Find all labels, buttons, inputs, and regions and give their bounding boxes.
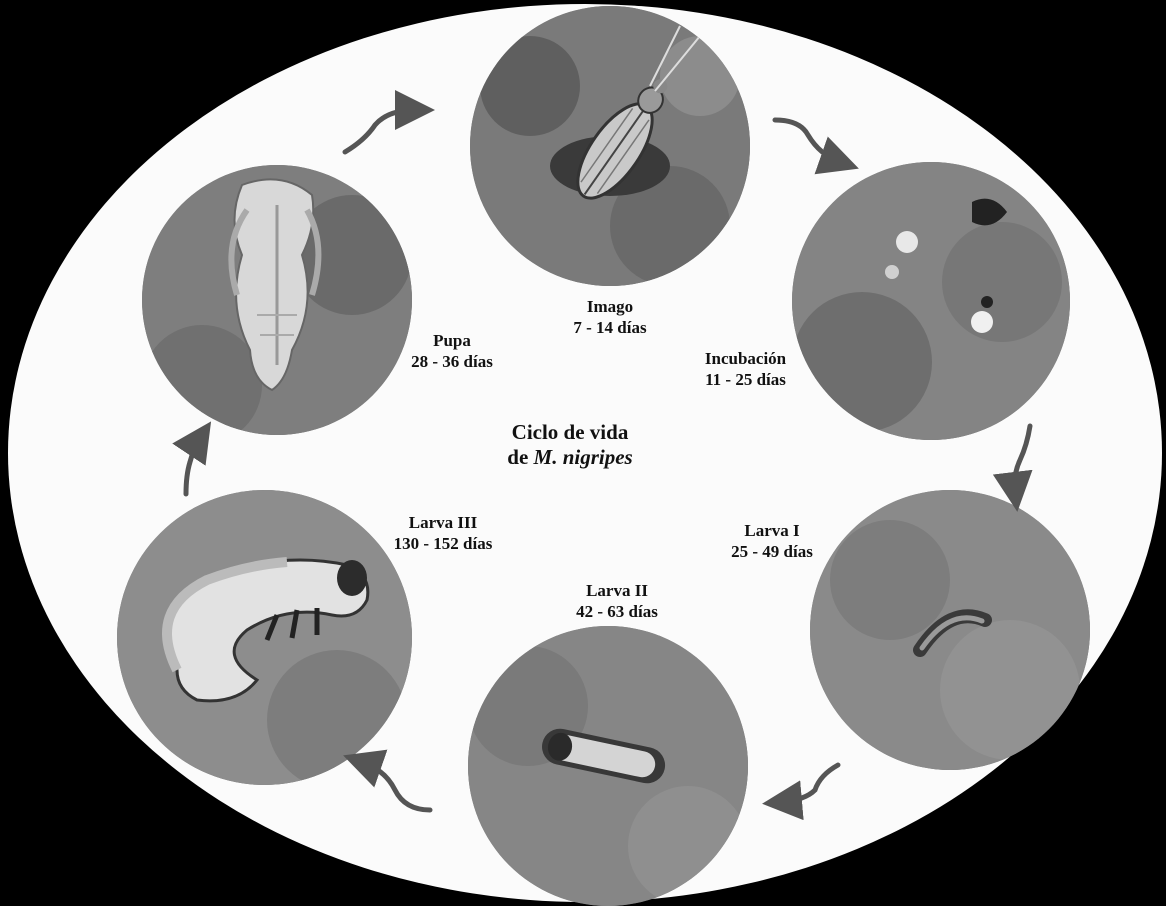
incubacion-duration: 11 - 25 días [688, 369, 803, 390]
larva1-name: Larva I [712, 520, 832, 541]
title-line1: Ciclo de vida [500, 420, 640, 445]
larva2-photo [468, 626, 748, 906]
larva2-label: Larva II 42 - 63 días [562, 580, 672, 622]
diagram-title: Ciclo de vida de M. nigripes [500, 420, 640, 470]
pupa-illustration [142, 165, 412, 435]
larva2-illustration [468, 626, 748, 906]
larva3-duration: 130 - 152 días [378, 533, 508, 554]
species-name: M. nigripes [534, 445, 633, 469]
imago-photo [470, 6, 750, 286]
title-line2-prefix: de [507, 445, 533, 469]
larva3-photo [117, 490, 412, 785]
larva1-label: Larva I 25 - 49 días [712, 520, 832, 562]
incubacion-photo [792, 162, 1070, 440]
imago-duration: 7 - 14 días [565, 317, 655, 338]
larva3-name: Larva III [378, 512, 508, 533]
pupa-label: Pupa 28 - 36 días [392, 330, 512, 372]
incubacion-name: Incubación [688, 348, 803, 369]
imago-name: Imago [565, 296, 655, 317]
pupa-name: Pupa [392, 330, 512, 351]
pupa-duration: 28 - 36 días [392, 351, 512, 372]
larva3-label: Larva III 130 - 152 días [378, 512, 508, 554]
larva3-illustration [117, 490, 412, 785]
imago-label: Imago 7 - 14 días [565, 296, 655, 338]
larva2-duration: 42 - 63 días [562, 601, 672, 622]
imago-illustration [470, 6, 750, 286]
pupa-photo [142, 165, 412, 435]
larva2-name: Larva II [562, 580, 672, 601]
larva1-illustration [810, 490, 1090, 770]
larva1-duration: 25 - 49 días [712, 541, 832, 562]
incubacion-label: Incubación 11 - 25 días [688, 348, 803, 390]
title-line2: de M. nigripes [500, 445, 640, 470]
incubacion-illustration [792, 162, 1070, 440]
larva1-photo [810, 490, 1090, 770]
